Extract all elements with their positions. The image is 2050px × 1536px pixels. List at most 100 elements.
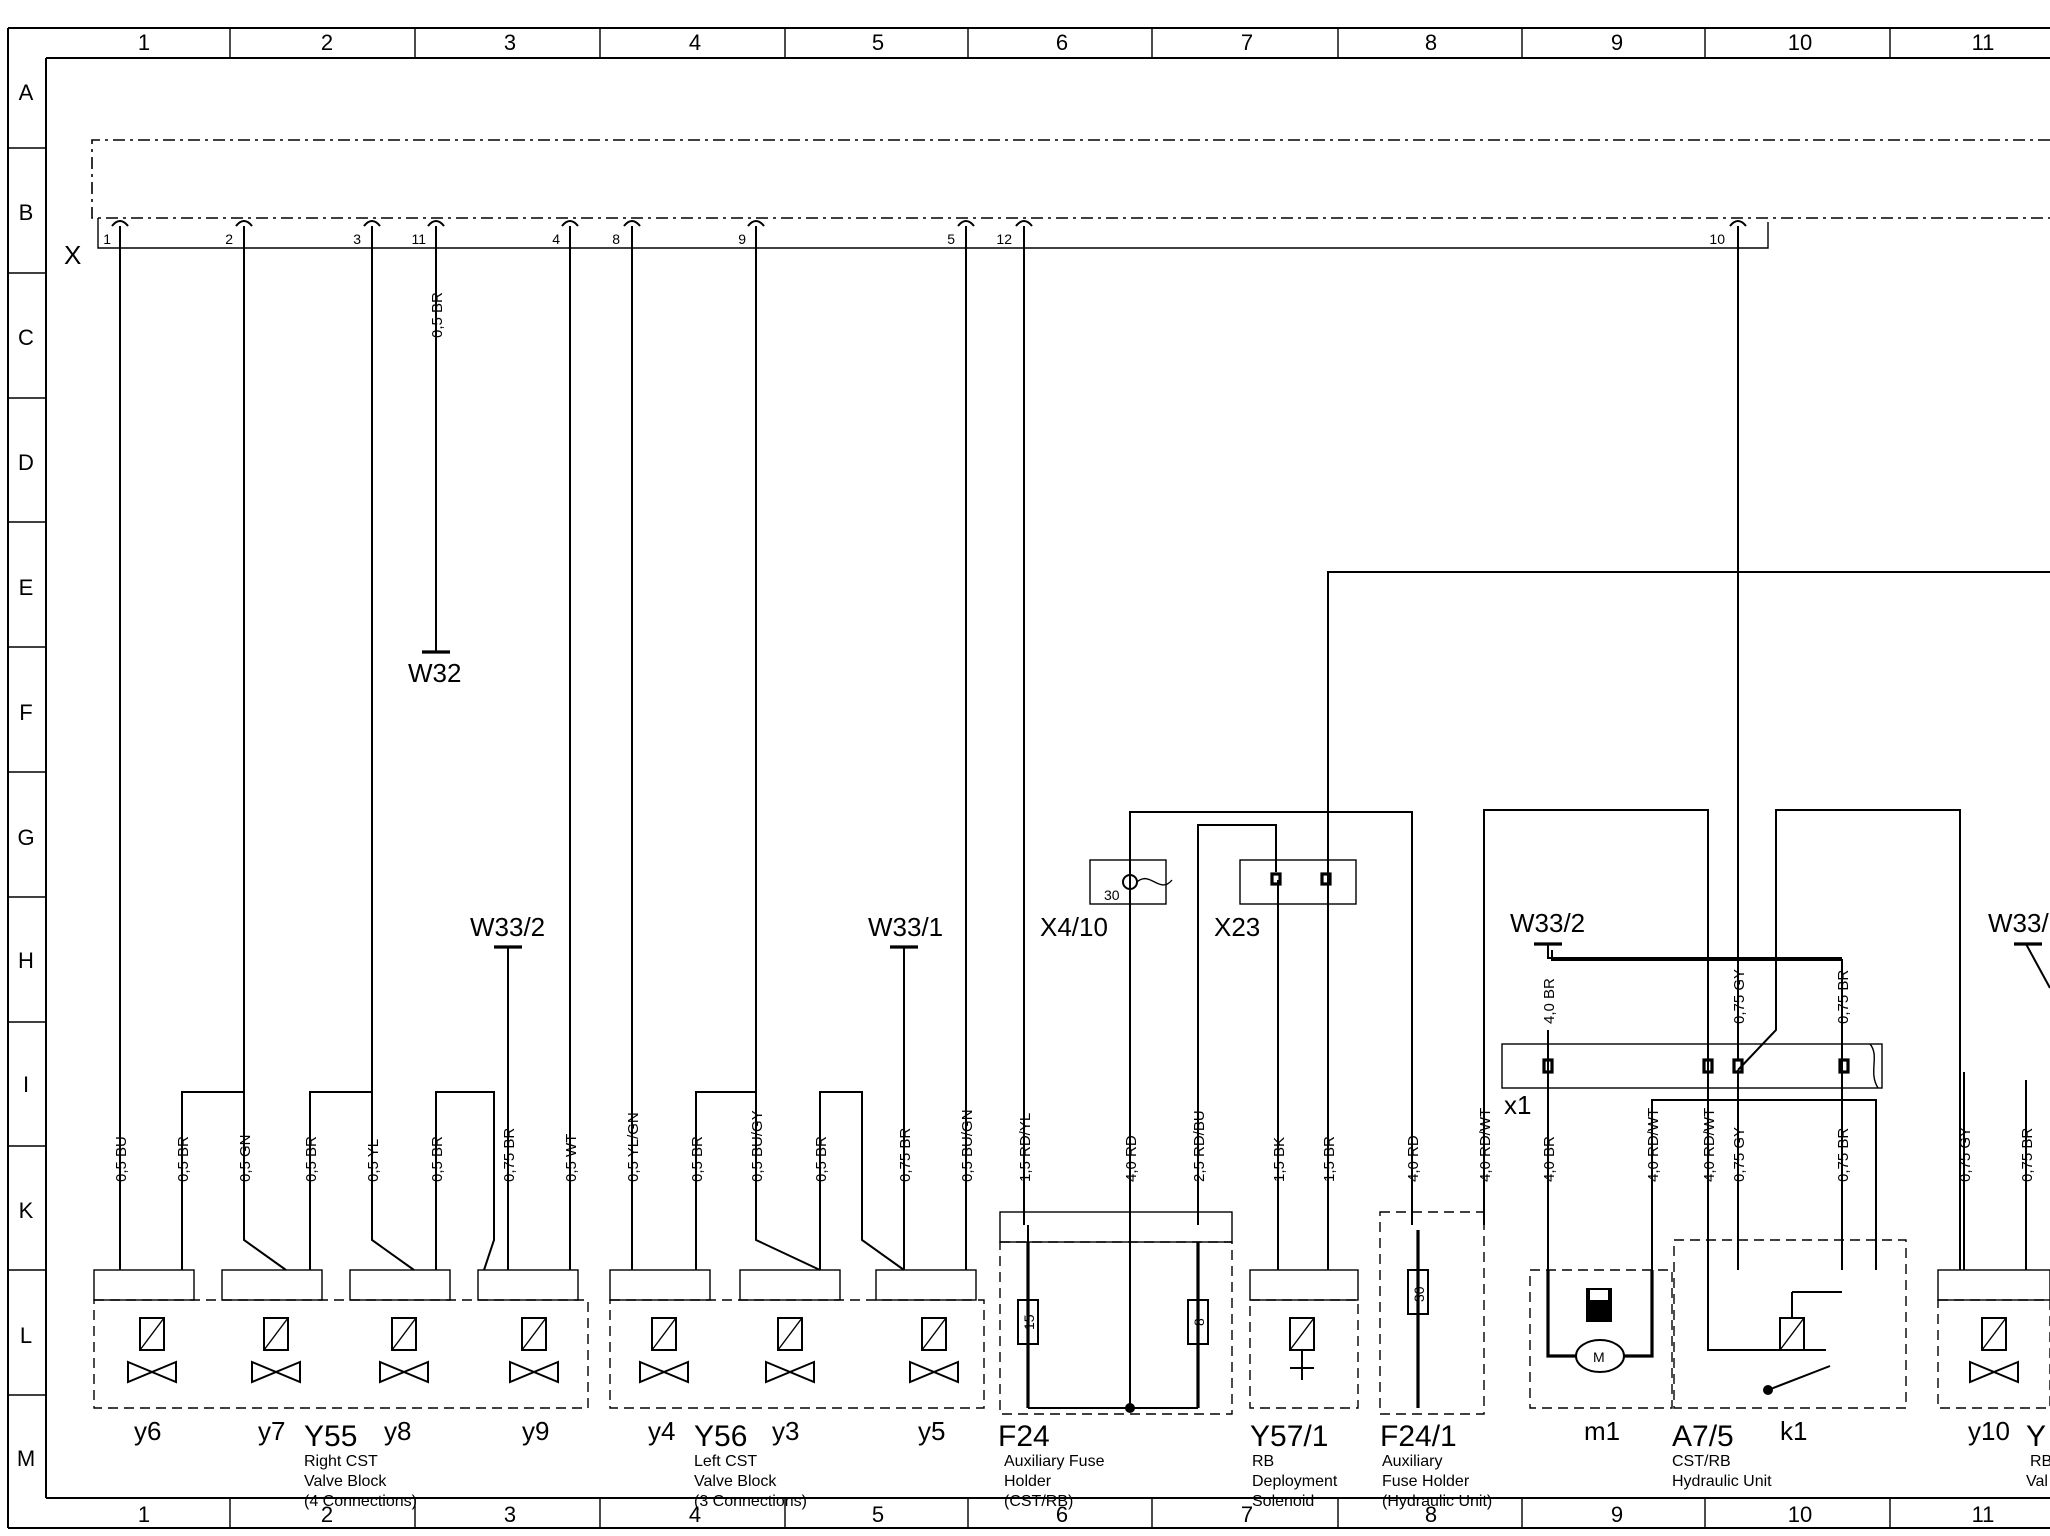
pin-number: 9 — [738, 231, 746, 247]
row-label: M — [17, 1446, 35, 1471]
wire-label: 0,5 BU — [113, 1136, 130, 1182]
pin-number: 3 — [353, 231, 361, 247]
y55-labels: y6 y7 y8 y9 Y55 Right CST Valve Block (4… — [134, 1416, 549, 1510]
connector-x-label: X — [64, 240, 81, 270]
col-label: 9 — [1611, 30, 1623, 55]
wire-labels: 0,5 BU 0,5 BR 0,5 GN 0,5 BR 0,5 YL 0,5 B… — [113, 969, 2036, 1182]
component-desc: Valve Block — [694, 1473, 777, 1490]
y57-1-labels: Y57/1 RB Deployment Solenoid — [1250, 1420, 1338, 1510]
col-label: 1 — [138, 30, 150, 55]
component-desc: RB — [2030, 1453, 2050, 1470]
row-label: I — [23, 1072, 29, 1097]
valve-label: y7 — [258, 1416, 285, 1446]
wire-label: 4,0 RD/WT — [1477, 1108, 1494, 1182]
component-desc: Holder — [1004, 1473, 1052, 1490]
col-label: 2 — [321, 30, 333, 55]
valve-label: y9 — [522, 1416, 549, 1446]
relay-label: k1 — [1780, 1416, 1807, 1446]
wire-label: 1,5 RD/YL — [1017, 1113, 1034, 1182]
a7-5-labels: A7/5 CST/RB Hydraulic Unit k1 — [1672, 1416, 1807, 1490]
component-desc: (Hydraulic Unit) — [1382, 1493, 1492, 1510]
component-desc: Auxiliary — [1382, 1453, 1442, 1470]
component-code: Y55 — [304, 1420, 357, 1453]
ground-label: W33/2 — [470, 912, 545, 942]
wire-label: 0,5 BU/GN — [959, 1109, 976, 1182]
wire-label: 4,0 BR — [1541, 978, 1558, 1024]
col-label: 5 — [872, 1502, 884, 1527]
wire-label: 2,5 RD/BU — [1191, 1110, 1208, 1182]
wire-label: 0,75 BR — [2019, 1128, 2036, 1182]
component-code: m1 — [1584, 1416, 1620, 1446]
wire-label: 0,5 WT — [563, 1134, 580, 1182]
component-desc: (4 Connections) — [304, 1493, 417, 1510]
component-code: F24 — [998, 1420, 1050, 1453]
wire-label: 0,5 BR — [429, 1136, 446, 1182]
pin-number: 5 — [947, 231, 955, 247]
col-label: 5 — [872, 30, 884, 55]
wire-label: 0,5 BR — [689, 1136, 706, 1182]
wire-label: 1,5 BR — [1321, 1136, 1338, 1182]
fuse-rating: 30 — [1411, 1286, 1427, 1302]
row-label: A — [19, 80, 34, 105]
component-desc: RB — [1252, 1453, 1274, 1470]
component-desc: Fuse Holder — [1382, 1473, 1470, 1490]
col-label: 2 — [321, 1502, 333, 1527]
wire-label: 4,0 RD — [1405, 1135, 1422, 1182]
f24-1-fuse-holder — [1379, 1211, 1485, 1415]
wire-label: 4,0 RD/WT — [1645, 1108, 1662, 1182]
col-label: 6 — [1056, 30, 1068, 55]
pin-number: 1 — [103, 231, 111, 247]
col-label: 3 — [504, 30, 516, 55]
col-label: 10 — [1788, 1502, 1812, 1527]
connector-label: X4/10 — [1040, 912, 1108, 942]
wire-label: 0,75 BR — [897, 1128, 914, 1182]
ground-label: W32 — [408, 658, 461, 688]
edge-labels: y10 Y RB Val — [1968, 1416, 2050, 1490]
col-label: 11 — [1972, 30, 1995, 55]
row-label: E — [19, 575, 34, 600]
wire-label: 0,75 GY — [1731, 969, 1748, 1024]
f24-labels: F24 Auxiliary Fuse Holder (CST/RB) — [998, 1420, 1105, 1510]
wire-label: 0,5 BU/GY — [749, 1110, 766, 1182]
col-label: 4 — [689, 1502, 701, 1527]
component-code: F24/1 — [1380, 1420, 1457, 1453]
connector-label: x1 — [1504, 1090, 1531, 1120]
row-label: K — [19, 1198, 34, 1223]
f24-1-labels: F24/1 Auxiliary Fuse Holder (Hydraulic U… — [1380, 1420, 1492, 1510]
valve-label: y4 — [648, 1416, 675, 1446]
row-label: C — [18, 325, 34, 350]
component-desc: Left CST — [694, 1453, 757, 1470]
col-label: 7 — [1241, 1502, 1253, 1527]
connector-x23 — [1239, 859, 1357, 905]
row-label: L — [20, 1323, 32, 1348]
pin-number: 2 — [225, 231, 233, 247]
component-desc: Valve Block — [304, 1473, 387, 1490]
col-label: 9 — [1611, 1502, 1623, 1527]
component-desc: CST/RB — [1672, 1453, 1731, 1470]
wire-label: 0,75 BR — [1835, 970, 1852, 1024]
m1-motor — [1529, 1269, 1673, 1409]
connector-label: X23 — [1214, 912, 1260, 942]
wire-label: 4,0 BR — [1541, 1136, 1558, 1182]
pin-number: 30 — [1104, 887, 1120, 903]
col-label: 8 — [1425, 30, 1437, 55]
component-code: A7/5 — [1672, 1420, 1734, 1453]
ground-label: W33/1 — [868, 912, 943, 942]
row-label: G — [17, 825, 34, 850]
wire-label: 0,75 BR — [501, 1128, 518, 1182]
wire-label: 4,0 RD — [1123, 1135, 1140, 1182]
ground-label: W33/2 — [1510, 908, 1585, 938]
wire-label: 1,5 BK — [1271, 1137, 1288, 1182]
component-desc: Right CST — [304, 1453, 378, 1470]
row-label: D — [18, 450, 34, 475]
sheet-frame: 1 2 3 4 5 6 7 8 9 10 11 1 2 3 4 5 6 7 8 … — [7, 27, 2050, 1529]
component-desc: Solenoid — [1252, 1493, 1314, 1510]
pin-number: 8 — [612, 231, 620, 247]
ground-w33-edge — [2014, 942, 2050, 989]
row-label: F — [19, 700, 32, 725]
pin-number: 11 — [411, 231, 426, 247]
component-desc: (CST/RB) — [1004, 1493, 1073, 1510]
wire-label: 0,75 GY — [1731, 1127, 1748, 1182]
wire-label: 0,5 YL — [365, 1139, 382, 1182]
